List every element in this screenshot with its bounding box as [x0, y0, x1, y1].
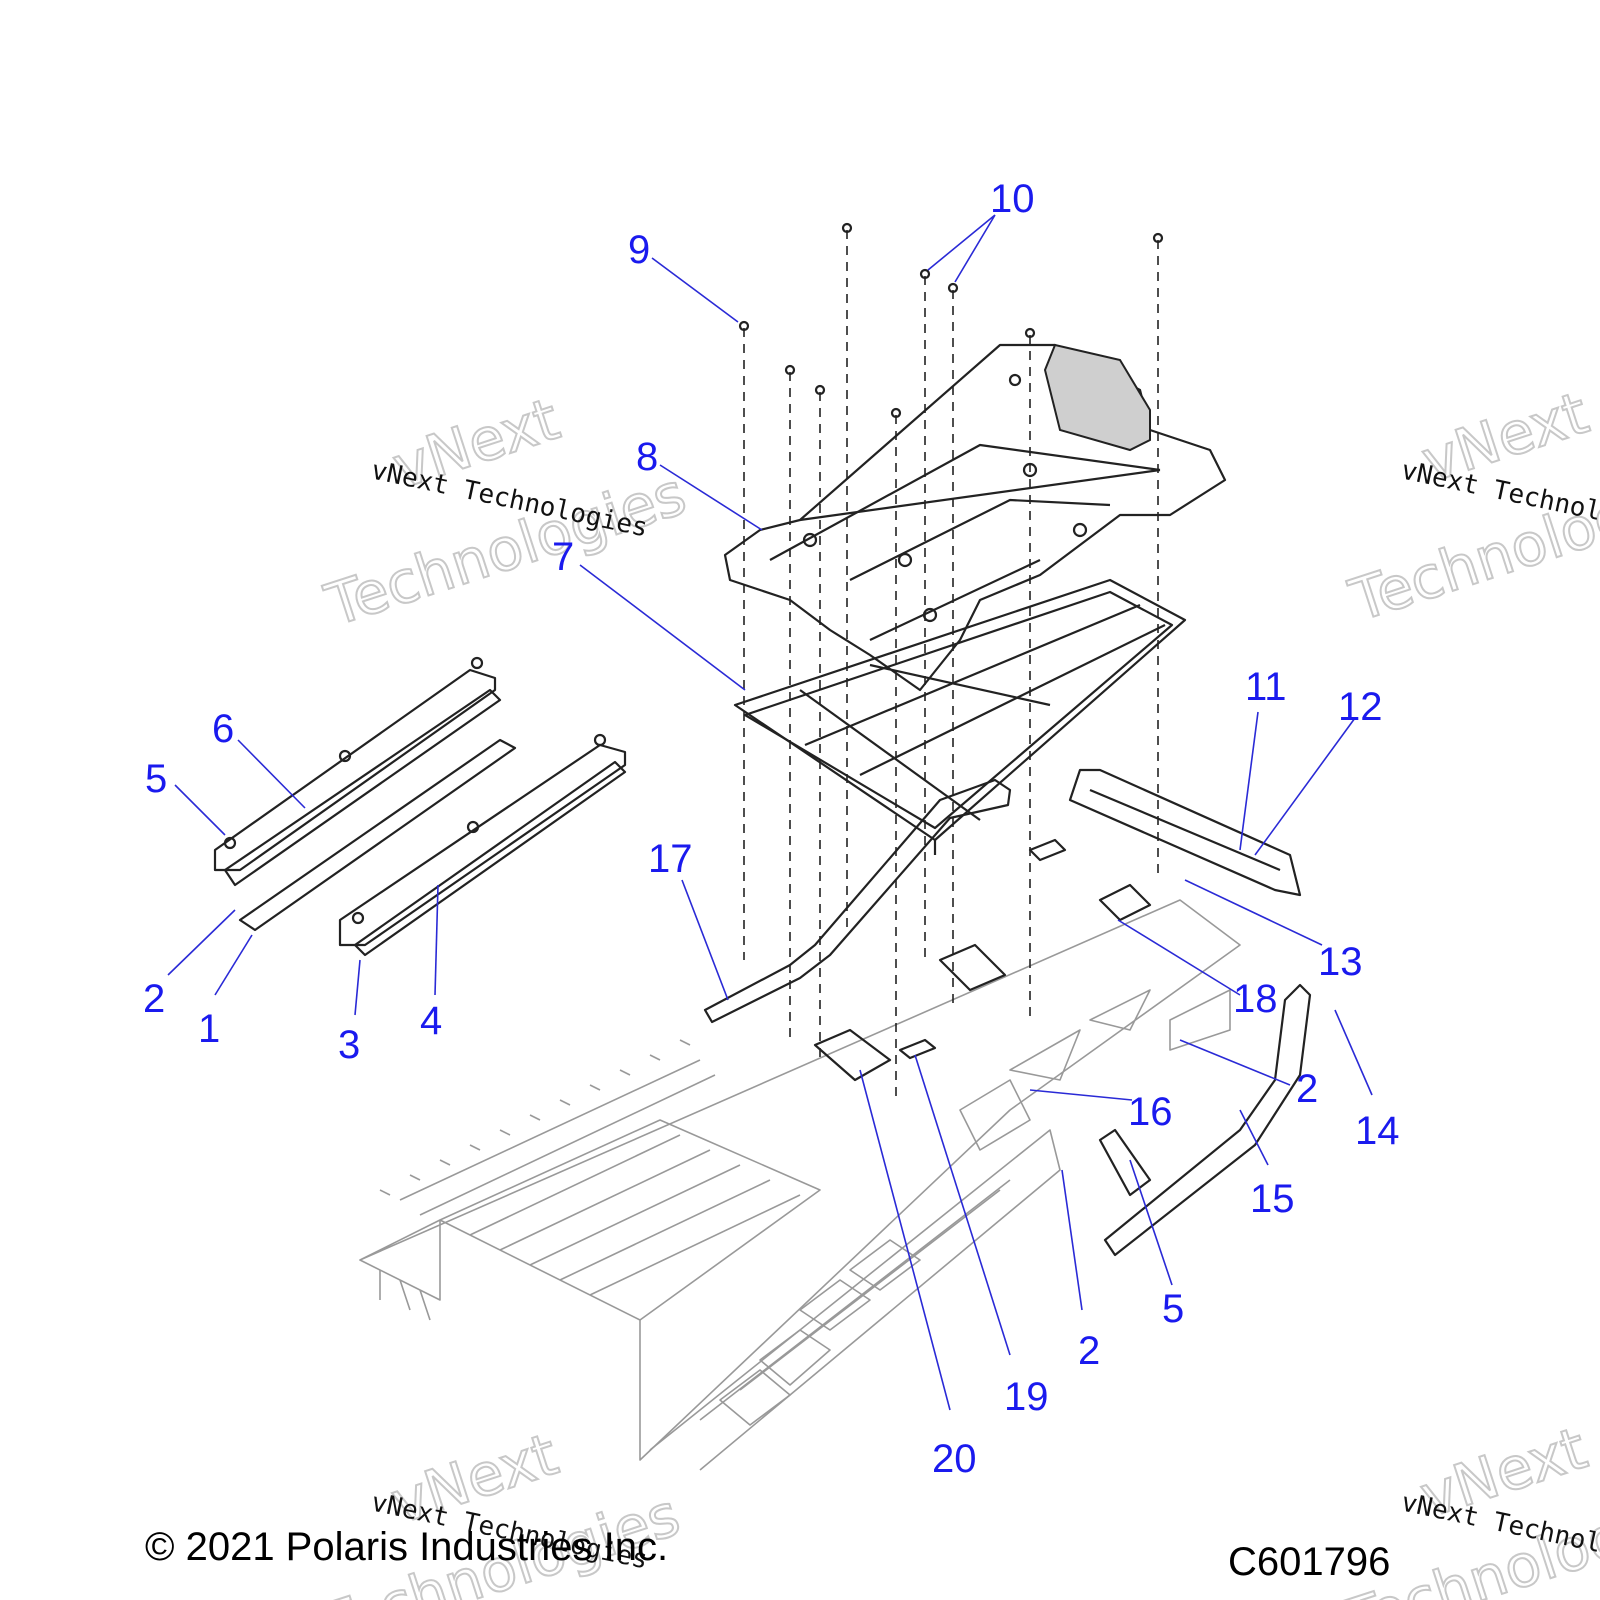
tunnel-chassis [359, 899, 1241, 1471]
leader-lines [167, 214, 1373, 1411]
screws [738, 222, 1164, 419]
callout-16: 16 [1128, 1090, 1173, 1134]
callout-8: 8 [636, 435, 658, 479]
callout-5: 5 [1162, 1287, 1184, 1331]
callout-3: 3 [338, 1023, 360, 1067]
callout-14: 14 [1355, 1109, 1400, 1153]
callout-12: 12 [1338, 685, 1383, 729]
callout-10: 10 [990, 177, 1035, 221]
grab-bar-left [703, 778, 1012, 1024]
callout-15: 15 [1250, 1177, 1295, 1221]
callouts: 9 10 8 7 6 5 2 1 3 4 17 11 12 13 18 14 2… [143, 177, 1400, 1481]
callout-13: 13 [1318, 940, 1363, 984]
callout-19: 19 [1004, 1375, 1049, 1419]
left-brackets [213, 656, 627, 957]
drawing-number: C601796 [1228, 1540, 1390, 1584]
callout-11: 11 [1245, 665, 1287, 709]
callout-2: 2 [1296, 1067, 1318, 1111]
pads [813, 838, 1152, 1082]
callout-18: 18 [1233, 977, 1278, 1021]
copyright-notice: © 2021 Polaris Industries Inc. [145, 1525, 668, 1569]
grab-handle-right [1098, 983, 1312, 1257]
callout-9: 9 [628, 228, 650, 272]
rack-platform [723, 343, 1227, 692]
callout-2: 2 [1078, 1329, 1100, 1373]
callout-4: 4 [420, 999, 442, 1043]
callout-5: 5 [145, 757, 167, 801]
callout-6: 6 [212, 707, 234, 751]
callout-17: 17 [648, 837, 693, 881]
callout-20: 20 [932, 1437, 977, 1481]
callout-1: 1 [198, 1007, 220, 1051]
rack-frame [733, 578, 1187, 855]
callout-2: 2 [143, 977, 165, 1021]
rear-trim [1068, 768, 1302, 897]
watermarks: vNext Technologies vNext Technologies vN… [310, 378, 1600, 1600]
callout-7: 7 [552, 535, 574, 579]
